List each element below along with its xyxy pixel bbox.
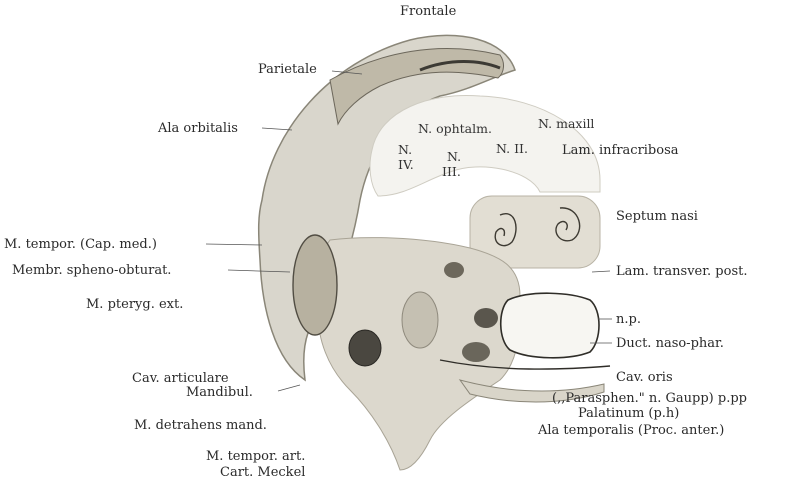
label-m-detrahens-mand: M. detrahens mand.: [134, 418, 267, 433]
dark-spot-3: [474, 308, 498, 328]
label-mandibul: Mandibul.: [186, 385, 253, 400]
label-lam-infracribosa: Lam. infracribosa: [562, 143, 679, 158]
dark-spot-2: [444, 262, 464, 278]
dark-spot-4: [462, 342, 490, 362]
label-n-iii-bottom: III.: [442, 164, 461, 179]
label-cart-meckel: Cart. Meckel: [220, 465, 305, 480]
label-cav-articulare: Cav. articulare: [132, 371, 229, 386]
pointer-ala-orbitalis: [262, 128, 292, 130]
label-frontale: Frontale: [400, 4, 456, 19]
label-n-iv-bottom: IV.: [398, 157, 414, 172]
label-n-ii: N. II.: [496, 141, 528, 156]
label-membr-spheno-obturat: Membr. spheno-obturat.: [12, 263, 171, 278]
cart-meckel-spot: [349, 330, 381, 366]
label-duct-naso-phar: Duct. naso-phar.: [616, 336, 724, 351]
label-n-p: n.p.: [616, 312, 641, 327]
mid-mass: [402, 292, 438, 348]
label-ala-temporalis: Ala temporalis (Proc. anter.): [538, 423, 724, 438]
pointer-m-tempor: [206, 244, 262, 245]
label-lam-transver-post: Lam. transver. post.: [616, 264, 747, 279]
label-ala-orbitalis: Ala orbitalis: [158, 121, 238, 136]
pointer-lam-transver: [592, 271, 610, 272]
label-n-ophtalm: N. ophtalm.: [418, 121, 492, 136]
label-m-pteryg-ext: M. pteryg. ext.: [86, 297, 183, 312]
pointer-mandibul: [278, 385, 300, 391]
label-n-iv-top: N.: [398, 142, 412, 157]
label-m-tempor-cap-med: M. tempor. (Cap. med.): [4, 237, 157, 252]
label-m-tempor-art: M. tempor. art.: [206, 449, 305, 464]
label-septum-nasi: Septum nasi: [616, 209, 698, 224]
label-parietale: Parietale: [258, 62, 317, 77]
label-n-iii-top: N.: [447, 149, 461, 164]
n-p-cavity: [501, 293, 599, 358]
label-cav-oris: Cav. oris: [616, 370, 673, 385]
m-pteryg-ext-muscle: [293, 235, 337, 335]
label-parasphen: (,,Parasphen." n. Gaupp) p.pp: [552, 391, 747, 406]
label-n-maxill: N. maxill: [538, 116, 594, 131]
label-palatinum: Palatinum (p.h): [578, 406, 679, 421]
